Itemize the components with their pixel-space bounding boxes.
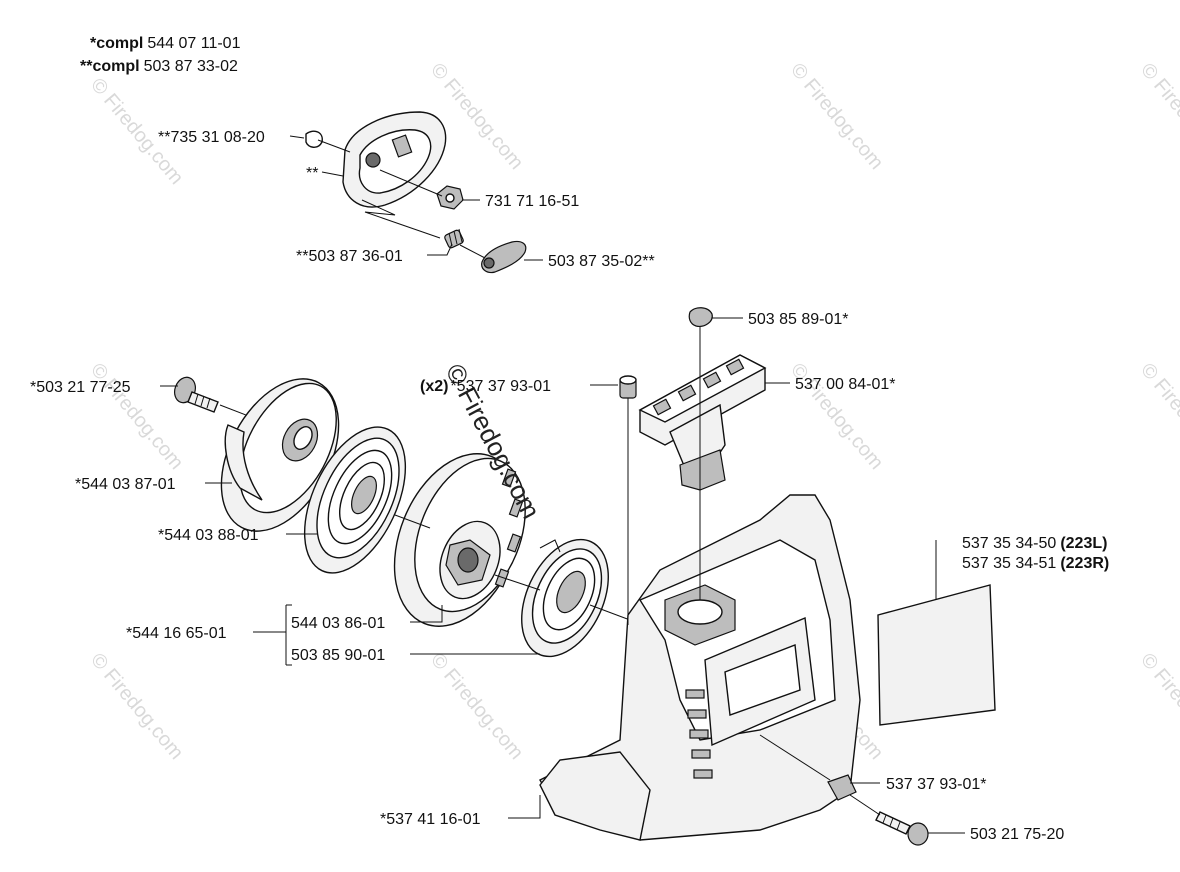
rope-grip-503-85-89-01: [688, 307, 713, 327]
label-537-37-93-01-bottom: 537 37 93-01*: [886, 776, 987, 793]
recoil-spring-503-85-90-01: [521, 538, 609, 658]
label-537-35-34-51: 537 35 34-51(223R): [962, 555, 1109, 572]
watermark: © Firedog.com: [86, 359, 187, 474]
label-503-85-90-01: 503 85 90-01: [291, 647, 385, 664]
housing-vent: [693, 769, 713, 779]
label-503-21-75-20: 503 21 75-20: [970, 826, 1064, 843]
grommet-hole: [677, 599, 723, 625]
pawl-cover-face: [358, 129, 432, 194]
nut-hole: [445, 193, 455, 203]
part-number: 537 35 34-50: [962, 535, 1056, 552]
coil-544-03-88-01: [303, 426, 407, 574]
qty-x2: (x2): [420, 378, 448, 395]
model-code: (223R): [1060, 555, 1109, 572]
label-544-16-65-01: *544 16 65-01: [126, 625, 227, 642]
label-537-00-84-01: 537 00 84-01*: [795, 376, 896, 393]
watermark: © Firedog.com: [786, 59, 887, 174]
label-503-87-36-01: **503 87 36-01: [296, 248, 403, 265]
bolt-503-21-75-20: [875, 811, 929, 846]
cap-537-37-93-01-bottom: [827, 774, 857, 801]
label-503-85-89-01: 503 85 89-01*: [748, 311, 849, 328]
label-537-41-16-01: *537 41 16-01: [380, 811, 481, 828]
starter-assembly: [174, 376, 631, 658]
label-sticker: [877, 584, 996, 726]
leader-lines: [160, 135, 965, 834]
kit-number: 503 87 33-02: [144, 58, 238, 75]
housing-vent: [691, 749, 711, 759]
label-503-21-77-25: *503 21 77-25: [30, 379, 131, 396]
kit-prefix: **compl: [80, 58, 140, 75]
pawl-assembly: [305, 111, 527, 274]
kit-number: 544 07 11-01: [147, 35, 240, 52]
part-number: *537 37 93-01: [450, 378, 551, 395]
cap-537-37-93-01-top: [619, 375, 637, 399]
label-537-37-93-01-top: (x2)*537 37 93-01: [420, 378, 551, 395]
label-735-31-08-20: **735 31 08-20: [158, 129, 265, 146]
label-double-star: **: [306, 165, 318, 182]
pulley-544-03-87-01: [220, 378, 340, 532]
handle-537-00-84-01: [638, 354, 767, 491]
housing-vent: [689, 729, 709, 739]
watermark: © Firedog.com: [1136, 649, 1180, 764]
kit-prefix: *compl: [90, 35, 143, 52]
part-number: 537 35 34-51: [962, 555, 1056, 572]
bolt-503-21-77-25: [174, 376, 219, 413]
clip-735-31-08-20: [305, 130, 323, 148]
label-544-03-88-01: *544 03 88-01: [158, 527, 259, 544]
pawl-pivot: [483, 257, 495, 269]
model-code: (223L): [1060, 535, 1107, 552]
watermark: © Firedog.com: [1136, 59, 1180, 174]
label-503-87-35-02: 503 87 35-02**: [548, 253, 655, 270]
part-labels: **735 31 08-20 ** 731 71 16-51 **503 87 …: [30, 129, 1109, 843]
housing-vent: [685, 689, 705, 699]
housing-vent: [687, 709, 707, 719]
watermark: © Firedog.com: [1136, 359, 1180, 474]
label-537-35-34-50: 537 35 34-50(223L): [962, 535, 1107, 552]
spring-503-87-36-01: [444, 228, 464, 249]
watermark: © Firedog.com: [426, 649, 527, 764]
housing-base: [539, 751, 651, 841]
watermark: © Firedog.com: [86, 649, 187, 764]
drum-544-03-86-01: [393, 453, 526, 627]
label-544-03-87-01: *544 03 87-01: [75, 476, 176, 493]
cover-slot: [391, 134, 413, 158]
label-731-71-16-51: 731 71 16-51: [485, 193, 579, 210]
housing-window-inner: [724, 644, 801, 716]
cover-hole: [365, 152, 381, 168]
label-544-03-86-01: 544 03 86-01: [291, 615, 385, 632]
housing-assembly: [539, 307, 996, 846]
